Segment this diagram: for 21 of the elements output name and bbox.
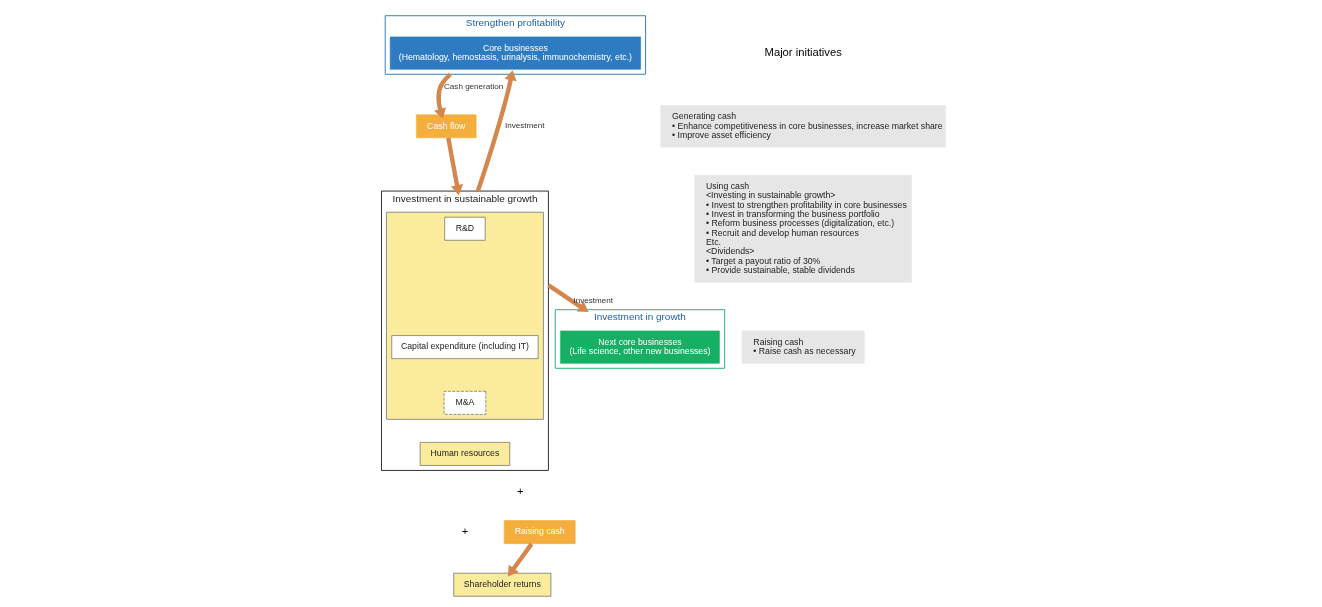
node-box: Generating cash • Enhance competitiveness in core businesses, increase market share • Improve asset efficiency	[660, 105, 946, 148]
node-box: Shareholder returns	[453, 572, 552, 597]
arrow	[434, 72, 452, 119]
label: +	[517, 484, 524, 497]
arrow	[507, 542, 534, 577]
node-box: Next core businesses (Life science, other new businesses)	[560, 330, 720, 364]
cluster	[386, 211, 544, 420]
node-box: Using cash <Investing in sustainable growth> • Invest to strengthen profitability in core businesses • Invest in transforming the business portfolio • Reform business processes (digitalization, etc.) • Recruit and develop human resources Etc. <Dividends> • Target a payout ratio of 30% • Provide sustainable, stable dividends	[694, 174, 912, 283]
arrow	[475, 70, 517, 192]
node-box: M&A	[443, 391, 487, 415]
node-box: Capital expenditure (including IT)	[391, 335, 539, 359]
label: +	[461, 524, 469, 537]
node-box: Human resources	[419, 442, 511, 466]
node-box: R&D	[444, 216, 486, 241]
node-box: Raising cash • Raise cash as necessary	[741, 330, 865, 364]
node-box: Raising cash	[503, 520, 576, 544]
arrow	[547, 283, 589, 313]
arrow	[446, 137, 464, 196]
label: Major initiatives	[764, 45, 842, 58]
node-box: Cash flow	[416, 114, 477, 139]
node-box: Core businesses (Hematology, hemostasis, urinalysis, immunochemistry, etc.)	[389, 36, 641, 70]
